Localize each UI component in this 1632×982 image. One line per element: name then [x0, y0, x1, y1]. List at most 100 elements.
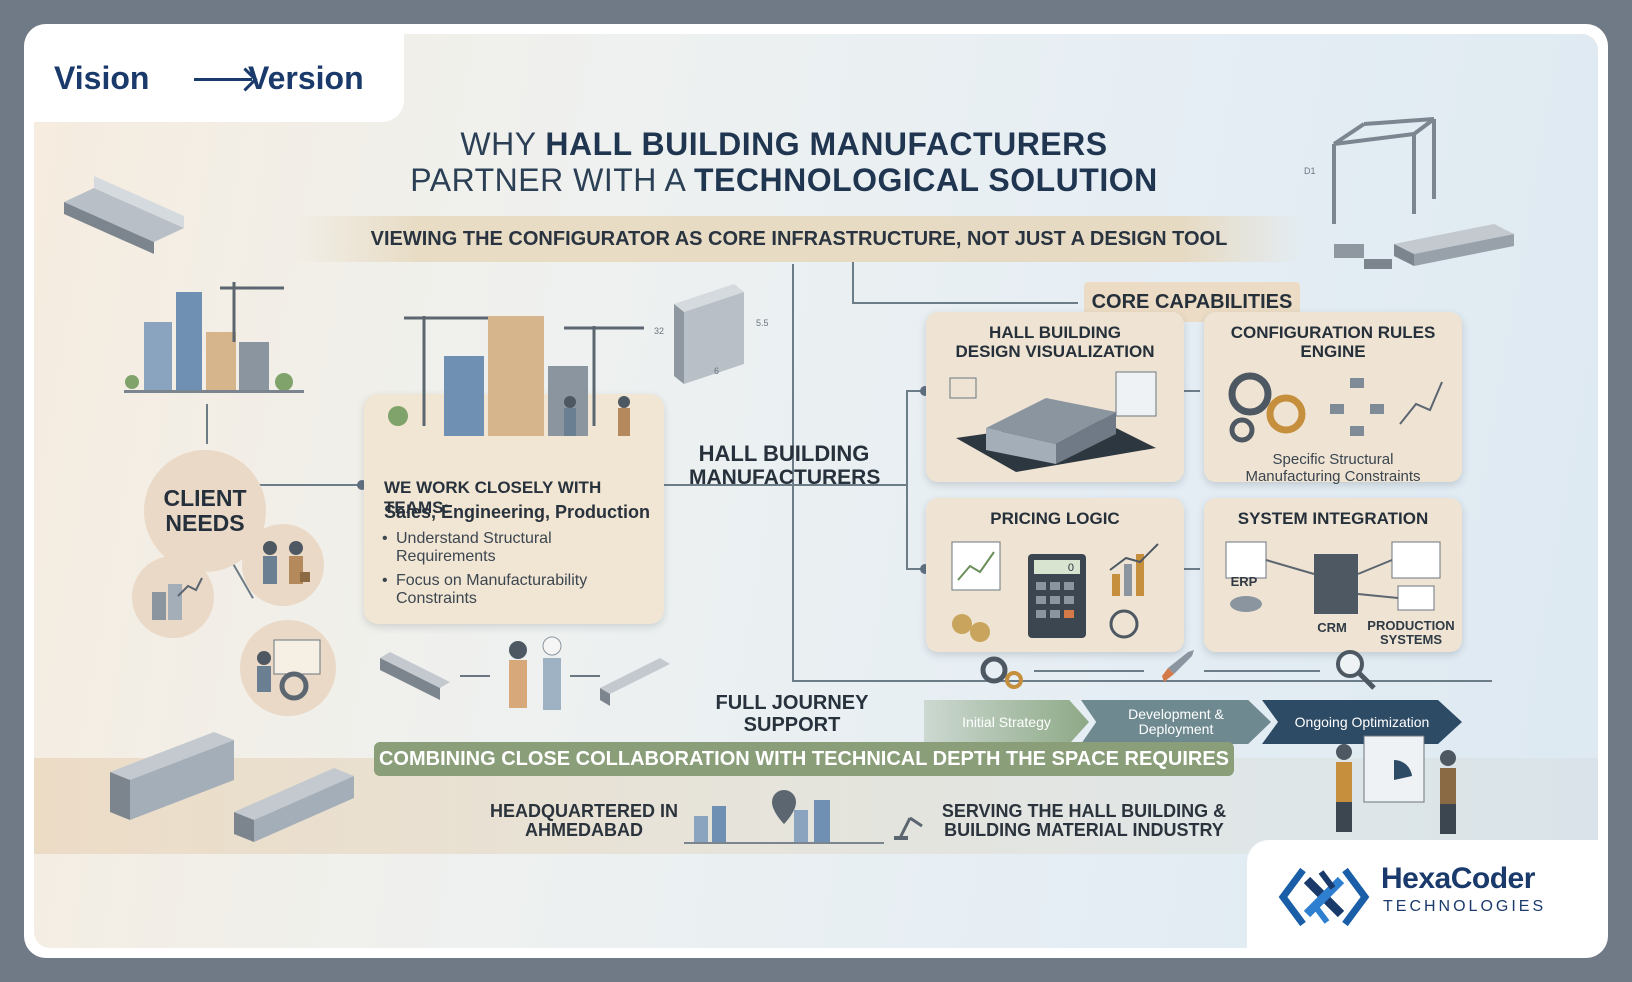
connector-to-core — [852, 262, 854, 304]
label-systems: SYSTEMS — [1379, 632, 1443, 647]
teams-subheading: Sales, Engineering, Production — [384, 502, 651, 522]
warehouse-tablet-icon — [949, 371, 1157, 472]
cap-config-title-1: CONFIGURATION RULES — [1230, 323, 1436, 342]
handshake-bubble — [242, 524, 324, 606]
title-line-2-bold: TECHNOLOGICAL SOLUTION — [693, 162, 1158, 198]
connector-teams-center — [654, 484, 906, 486]
engineering-bubble — [240, 620, 336, 716]
connector-cap-1-2 — [1174, 390, 1200, 392]
teams-bullet-1: Understand Structural Requirements — [382, 530, 646, 567]
connector-city — [206, 404, 208, 444]
teams-bullet-1-line-2: Requirements — [396, 548, 496, 566]
connector-journey — [792, 680, 1492, 682]
step-initial-strategy-label: Initial Strategy — [962, 713, 1051, 730]
connector-dot — [920, 386, 930, 396]
vision-version-tab: Vision Version — [34, 34, 404, 122]
label-crm: CRM — [1317, 620, 1347, 635]
center-line-1: HALL BUILDING — [698, 441, 870, 466]
title-line-1-plain: WHY — [460, 126, 546, 162]
collaboration-banner: COMBINING CLOSE COLLABORATION WITH TECHN… — [374, 742, 1234, 776]
infographic-frame: WHY HALL BUILDING MANUFACTURERS PARTNER … — [24, 24, 1608, 958]
hall-building-manufacturers-label: HALL BUILDING MANUFACTURERS — [689, 441, 881, 490]
connector-branch-bottom — [906, 568, 926, 570]
partnership-handshake-icon — [380, 636, 670, 710]
beam-dim-b: 5.5 — [756, 318, 769, 328]
cap-system-integration: SYSTEM INTEGRATION ERP CRM PRODUCTION SY… — [1204, 498, 1462, 652]
full-journey-line-1: FULL JOURNEY — [715, 692, 869, 714]
connector-to-core-h — [852, 302, 1078, 304]
connector-dot — [357, 480, 367, 490]
cap-pricing-title-1: PRICING LOGIC — [990, 509, 1120, 528]
teams-bullet-2-line-1: Focus on Manufacturability — [396, 572, 588, 589]
label-production: PRODUCTION — [1367, 618, 1455, 633]
steel-beams-icon — [1334, 224, 1514, 269]
beam-dim-a: 32 — [654, 326, 664, 336]
step-initial-strategy: Initial Strategy — [924, 700, 1089, 744]
client-needs-line-1: CLIENT — [163, 484, 247, 511]
journey-arrow-2 — [1204, 670, 1320, 672]
cap-config-note-1: Specific Structural — [1272, 451, 1394, 468]
title-line-2-plain: PARTNER WITH A — [410, 162, 694, 198]
hq-line-2: AHMEDABAD — [525, 819, 643, 840]
gears-flowchart-icon — [1228, 372, 1443, 443]
label-erp: ERP — [1230, 574, 1258, 589]
engineer-gear-icon — [257, 639, 321, 701]
handshake-people-icon — [263, 541, 310, 584]
city-skyline-icon — [124, 282, 304, 393]
connector-client-teams — [244, 484, 362, 486]
cap-integration-title: SYSTEM INTEGRATION — [1204, 509, 1462, 529]
steel-beams-bottom-icon — [110, 732, 354, 842]
journey-arrow-1 — [1034, 670, 1144, 672]
calculator-display: 0 — [1068, 562, 1074, 574]
connector-branch — [906, 390, 908, 570]
cap-config-title: CONFIGURATION RULES ENGINE — [1204, 323, 1462, 361]
steel-beam-icon — [64, 176, 184, 254]
serving-text: SERVING THE HALL BUILDING & BUILDING MAT… — [934, 802, 1234, 840]
robot-arm-icon — [894, 816, 923, 840]
title-line-1-bold: HALL BUILDING MANUFACTURERS — [545, 126, 1108, 162]
city-location-icon — [684, 790, 884, 844]
infographic-canvas: WHY HALL BUILDING MANUFACTURERS PARTNER … — [34, 34, 1598, 948]
full-journey-line-2: SUPPORT — [743, 714, 841, 736]
serving-line-1: SERVING THE HALL BUILDING & — [941, 801, 1227, 821]
rocket-icon — [1162, 650, 1194, 682]
beam-dim-c: 6 — [714, 366, 719, 376]
cap-design-visualization: HALL BUILDING DESIGN VISUALIZATION — [926, 312, 1184, 482]
full-journey-label: FULL JOURNEY SUPPORT — [702, 692, 882, 736]
step-dev-line-1: Development & — [1128, 706, 1224, 723]
hexacoder-logo-mark-icon — [1278, 867, 1370, 927]
vision-label: Vision — [54, 60, 150, 96]
connector-dot — [920, 564, 930, 574]
growth-bubble — [132, 556, 214, 638]
teams-bullet-1-line-1: Understand Structural — [396, 530, 552, 547]
cap-design-title-2: DESIGN VISUALIZATION — [955, 341, 1155, 361]
cap-configuration-rules: CONFIGURATION RULES ENGINE Specific Stru… — [1204, 312, 1462, 485]
client-needs-line-2: NEEDS — [165, 510, 245, 536]
subtitle-banner: VIEWING THE CONFIGURATOR AS CORE INFRAST… — [294, 216, 1304, 262]
cap-pricing-logic: PRICING LOGIC 0 — [926, 498, 1184, 652]
version-label: Version — [248, 60, 364, 96]
gears-icon — [980, 656, 1023, 689]
step-dev-line-2: Deployment — [1138, 721, 1214, 737]
integration-servers-icon — [1225, 541, 1441, 614]
connector-branch-top — [906, 390, 926, 392]
presentation-people-icon — [1336, 735, 1456, 834]
title-line-1: WHY HALL BUILDING MANUFACTURERS — [334, 126, 1234, 163]
hq-text: HEADQUARTERED IN AHMEDABAD — [484, 802, 684, 840]
teams-bullet-2: Focus on Manufacturability Constraints — [382, 572, 646, 609]
building-growth-icon — [152, 577, 203, 620]
logo-subtitle: TECHNOLOGIES — [1383, 898, 1547, 915]
frame-dimension-label: D1 — [1304, 166, 1316, 176]
arrow-right-icon — [194, 78, 252, 81]
calculator-chart-icon: 0 — [951, 541, 1159, 642]
connector-vertical-main — [792, 264, 794, 674]
step-ongoing-label: Ongoing Optimization — [1294, 713, 1430, 730]
cap-design-title-1: HALL BUILDING — [989, 323, 1121, 342]
cap-design-title: HALL BUILDING DESIGN VISUALIZATION — [926, 323, 1184, 361]
title-line-2: PARTNER WITH A TECHNOLOGICAL SOLUTION — [334, 162, 1234, 199]
connector-down — [792, 674, 794, 682]
teams-bullet-2-line-2: Constraints — [396, 590, 477, 608]
center-line-2: MANUFACTURERS — [689, 466, 881, 490]
step-ongoing-optimization: Ongoing Optimization — [1262, 700, 1462, 744]
teams-heading: WE WORK CLOSELY WITH TEAMS: — [384, 478, 602, 517]
